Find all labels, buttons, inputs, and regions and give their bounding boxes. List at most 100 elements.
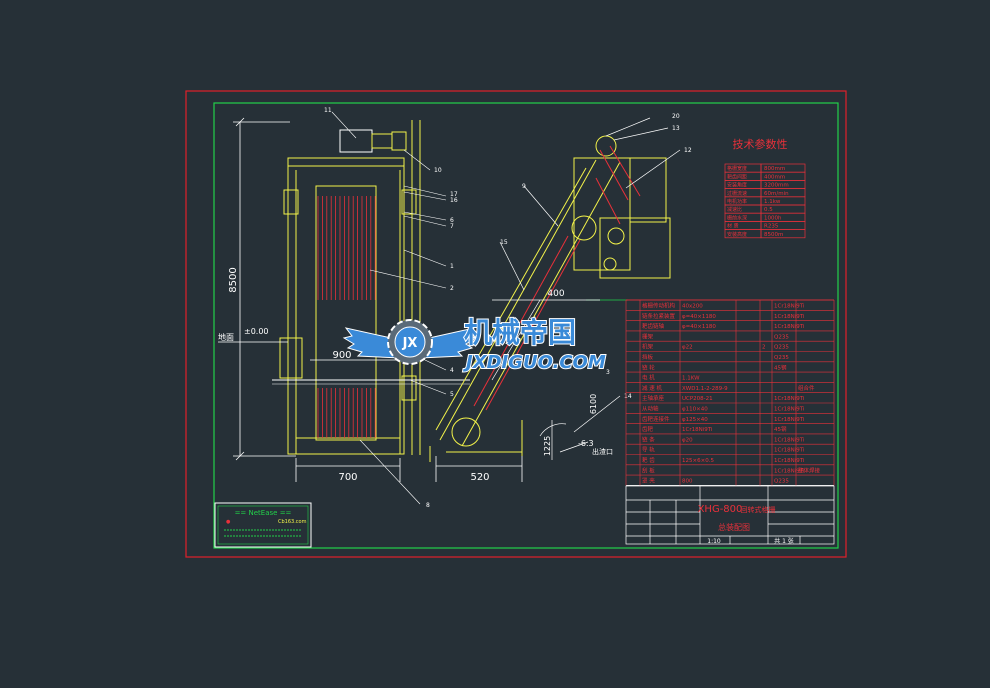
parts-cell: Q235 [774, 479, 789, 485]
parts-cell: 罩 壳 [642, 477, 655, 485]
side-dimensions [491, 117, 681, 460]
drawing-number: XHG-800 [698, 504, 743, 515]
parts-cell: 1.1KW [682, 376, 700, 382]
parts-cell: Q235 [774, 334, 789, 340]
tech-param-value: 400mm [764, 174, 785, 180]
parts-cell: 从动轴 [642, 405, 659, 413]
dim-angle-small: -6.3 [578, 439, 594, 448]
parts-cell: 导 轨 [642, 446, 655, 454]
parts-cell: 45钢 [774, 363, 787, 371]
stamp-line2-right: Cb163.com [278, 519, 307, 525]
balloon-labels-side: 20 13 12 9 15 14 3 [500, 113, 692, 400]
tech-param-name: 格栅宽度 [727, 165, 747, 172]
parts-cell: 栅架 [642, 332, 654, 340]
dim-outlet: 出渣口 [592, 447, 613, 456]
parts-cell: 40x200 [682, 304, 703, 310]
tech-param-value: R235 [764, 224, 779, 230]
dim-width-520: 520 [470, 472, 489, 483]
drawing-name-line2: 总装配图 [718, 522, 750, 532]
balloon-3: 3 [606, 369, 610, 376]
balloon-1: 1 [450, 263, 454, 270]
balloon-5: 5 [450, 391, 454, 398]
tech-param-value: 8500m [764, 232, 783, 238]
balloon-4: 4 [450, 367, 454, 374]
parts-cell: 挡板 [642, 353, 654, 361]
parts-cell: 链条拉紧装置 [642, 312, 676, 320]
parts-cell: 125×6×0.5 [682, 458, 714, 464]
parts-cell: 齿耙 [642, 426, 654, 433]
parts-cell: 机架 [642, 343, 654, 351]
watermark-brand-cn: 机械帝国 [464, 316, 576, 349]
parts-cell: 800 [682, 479, 693, 485]
parts-cell: φ125×40 [682, 417, 708, 423]
parts-cell: XWD1.1-2-289-9 [682, 386, 728, 392]
parts-cell: 格栅传动机构 [642, 302, 676, 310]
balloon-11: 11 [324, 107, 332, 114]
parts-cell: 2 [762, 345, 766, 351]
tech-param-name: 安装高度 [727, 231, 747, 238]
parts-cell: 链 轮 [642, 363, 655, 371]
parts-cell: 1Cr18Ni9Ti [774, 407, 805, 413]
jxdiguo-watermark: JX 机械帝国 JXDIGUO.COM [342, 315, 607, 374]
parts-cell: φ=40×1180 [682, 314, 716, 320]
tech-param-name: 栅前水深 [727, 214, 747, 221]
drawing-sheet: 共 1 张 [774, 537, 794, 545]
tech-param-name: 材 质 [727, 223, 739, 230]
logo-right-wing [419, 327, 478, 359]
dim-width-400: 400 [547, 289, 564, 299]
parts-cell: 链 条 [642, 435, 655, 443]
balloon-2: 2 [450, 285, 454, 292]
parts-cell: 1Cr18Ni9Ti [682, 427, 713, 433]
parts-cell: Q235 [774, 345, 789, 351]
parts-cell: 1Cr18Ni9Ti [774, 458, 805, 464]
tech-params-title: 技术参数性 [733, 137, 788, 151]
side-chain [473, 145, 641, 411]
parts-cell: 整体焊接 [798, 466, 821, 474]
balloon-8: 8 [426, 502, 430, 509]
netease-stamp: == NetEase == ● Cb163.com [214, 502, 312, 548]
tech-param-name: 电机功率 [727, 198, 747, 205]
balloon-12: 12 [684, 147, 692, 154]
dim-cut-1225: 1225 [543, 436, 552, 456]
balloon-7: 7 [450, 223, 454, 230]
parts-cell: 刮 板 [642, 466, 655, 474]
tech-param-name: 减速比 [727, 206, 742, 213]
dim-water-level: ±0.00 [244, 327, 269, 336]
logo-letters: JX [402, 336, 418, 351]
dim-width-700: 700 [338, 472, 357, 483]
balloon-9: 9 [522, 183, 526, 190]
balloon-17: 17 [450, 191, 458, 198]
parts-cell: 45钢 [774, 425, 787, 433]
dim-ground-label: 地面 [218, 332, 234, 342]
parts-cell: 齿耙连接件 [642, 415, 670, 423]
parts-cell: 耙 齿 [642, 457, 655, 464]
leader-lines-front [331, 111, 447, 505]
dim-height-8500: 8500 [228, 267, 239, 292]
parts-cell: φ20 [682, 437, 693, 443]
watermark-brand-en: JXDIGUO.COM [463, 352, 606, 373]
tech-cell [760, 229, 806, 239]
parts-cell: φ110×40 [682, 407, 708, 413]
balloon-6: 6 [450, 217, 454, 224]
parts-cell: UCP208-21 [682, 396, 713, 402]
parts-cell: 组合件 [798, 384, 815, 392]
balloon-16: 16 [450, 197, 458, 204]
tech-param-value: 3200mm [764, 183, 789, 189]
balloon-15: 15 [500, 239, 508, 246]
parts-cell: φ=40×1180 [682, 324, 716, 330]
parts-list-table: 格栅传动机构 40x200 1Cr18Ni9Ti 链条拉紧装置 φ=40×1180 1Cr… [625, 299, 835, 486]
drawing-name-line1: 回转式格栅 [741, 505, 776, 514]
tech-param-name: 安装角度 [727, 182, 747, 189]
stamp-line2-left: ● [226, 519, 231, 525]
parts-cell: 1Cr18Ni9Ti [774, 417, 805, 423]
tech-param-value: 0.5 [764, 207, 773, 213]
parts-cell: 1Cr18Ni9Ti [774, 468, 805, 474]
logo-left-wing [342, 327, 401, 359]
tech-param-value: 1.1kw [764, 199, 781, 205]
balloon-14: 14 [624, 393, 632, 400]
balloon-13: 13 [672, 125, 680, 132]
parts-cell: 1Cr18Ni9Ti [774, 304, 805, 310]
parts-cell: 电 机 [642, 374, 655, 382]
title-block [625, 485, 835, 545]
